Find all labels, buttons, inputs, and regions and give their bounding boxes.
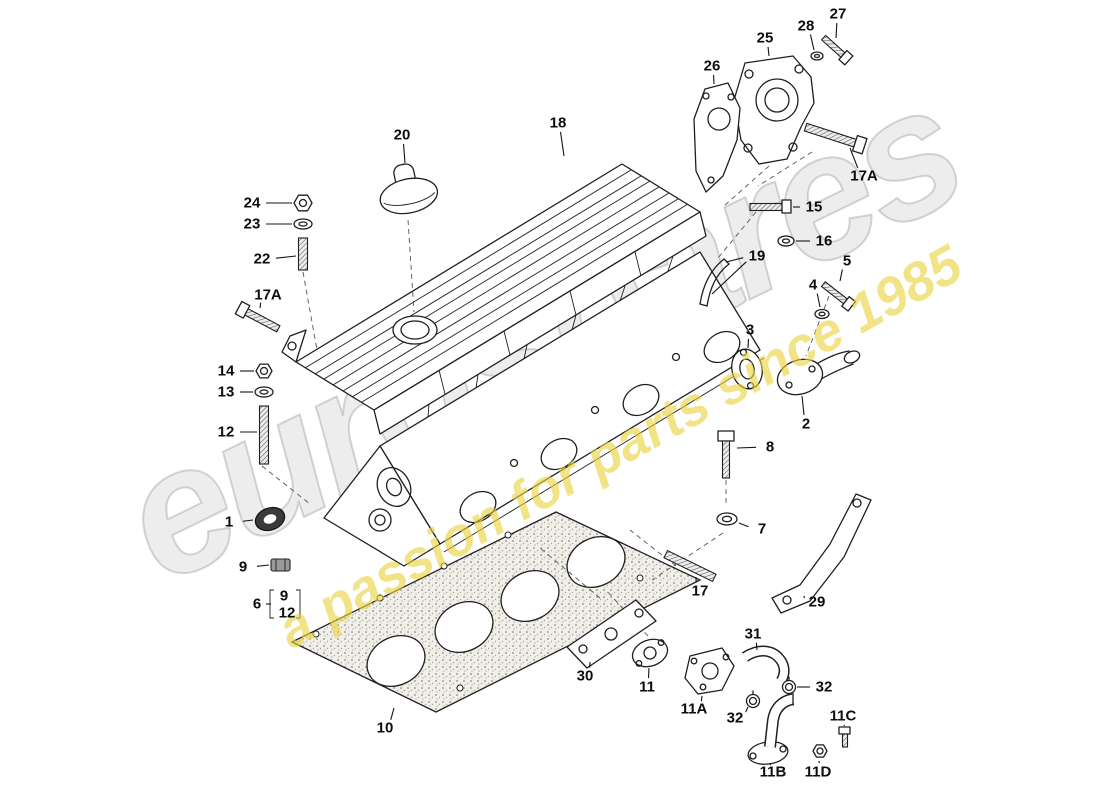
flange-11: [631, 638, 669, 668]
pump-gasket-26: [693, 82, 741, 193]
clamp-32-right: [781, 676, 797, 695]
assembly-axis-lines: [261, 151, 830, 637]
bolt-17a-left: [234, 300, 281, 333]
bolt-15: [749, 199, 792, 214]
bracket-29: [771, 493, 872, 614]
head-gasket: [290, 511, 702, 713]
bolt-27: [820, 34, 854, 66]
plug-11d: [812, 744, 828, 758]
stud-17: [663, 549, 717, 583]
washer-23: [293, 218, 313, 230]
hose-31: [741, 645, 790, 684]
stud-12: [258, 405, 270, 465]
washer-7: [716, 512, 738, 526]
stud-22: [297, 237, 309, 271]
valve-cover: [281, 163, 707, 435]
washer-16: [777, 235, 795, 247]
plug-9: [270, 558, 291, 572]
clamp-32-lower: [745, 690, 761, 709]
washer-4: [814, 308, 830, 320]
bolt-8: [717, 430, 735, 479]
nut-24: [293, 194, 313, 212]
oil-filler-cap: [379, 163, 439, 215]
pump-housing-25: [733, 55, 815, 165]
washer-28: [810, 51, 824, 61]
bolt-17a-right: [803, 122, 868, 155]
cylinder-head: [323, 251, 765, 567]
shield-plate-30: [566, 599, 657, 669]
bolt-11c: [838, 726, 851, 748]
nut-14: [255, 363, 273, 379]
flange-gasket-3: [731, 348, 763, 390]
plate-11a: [684, 647, 735, 695]
water-neck-2: [776, 350, 861, 396]
bolt-5: [820, 281, 857, 312]
washer-13: [254, 386, 274, 398]
camshaft-seal-1: [254, 506, 286, 532]
